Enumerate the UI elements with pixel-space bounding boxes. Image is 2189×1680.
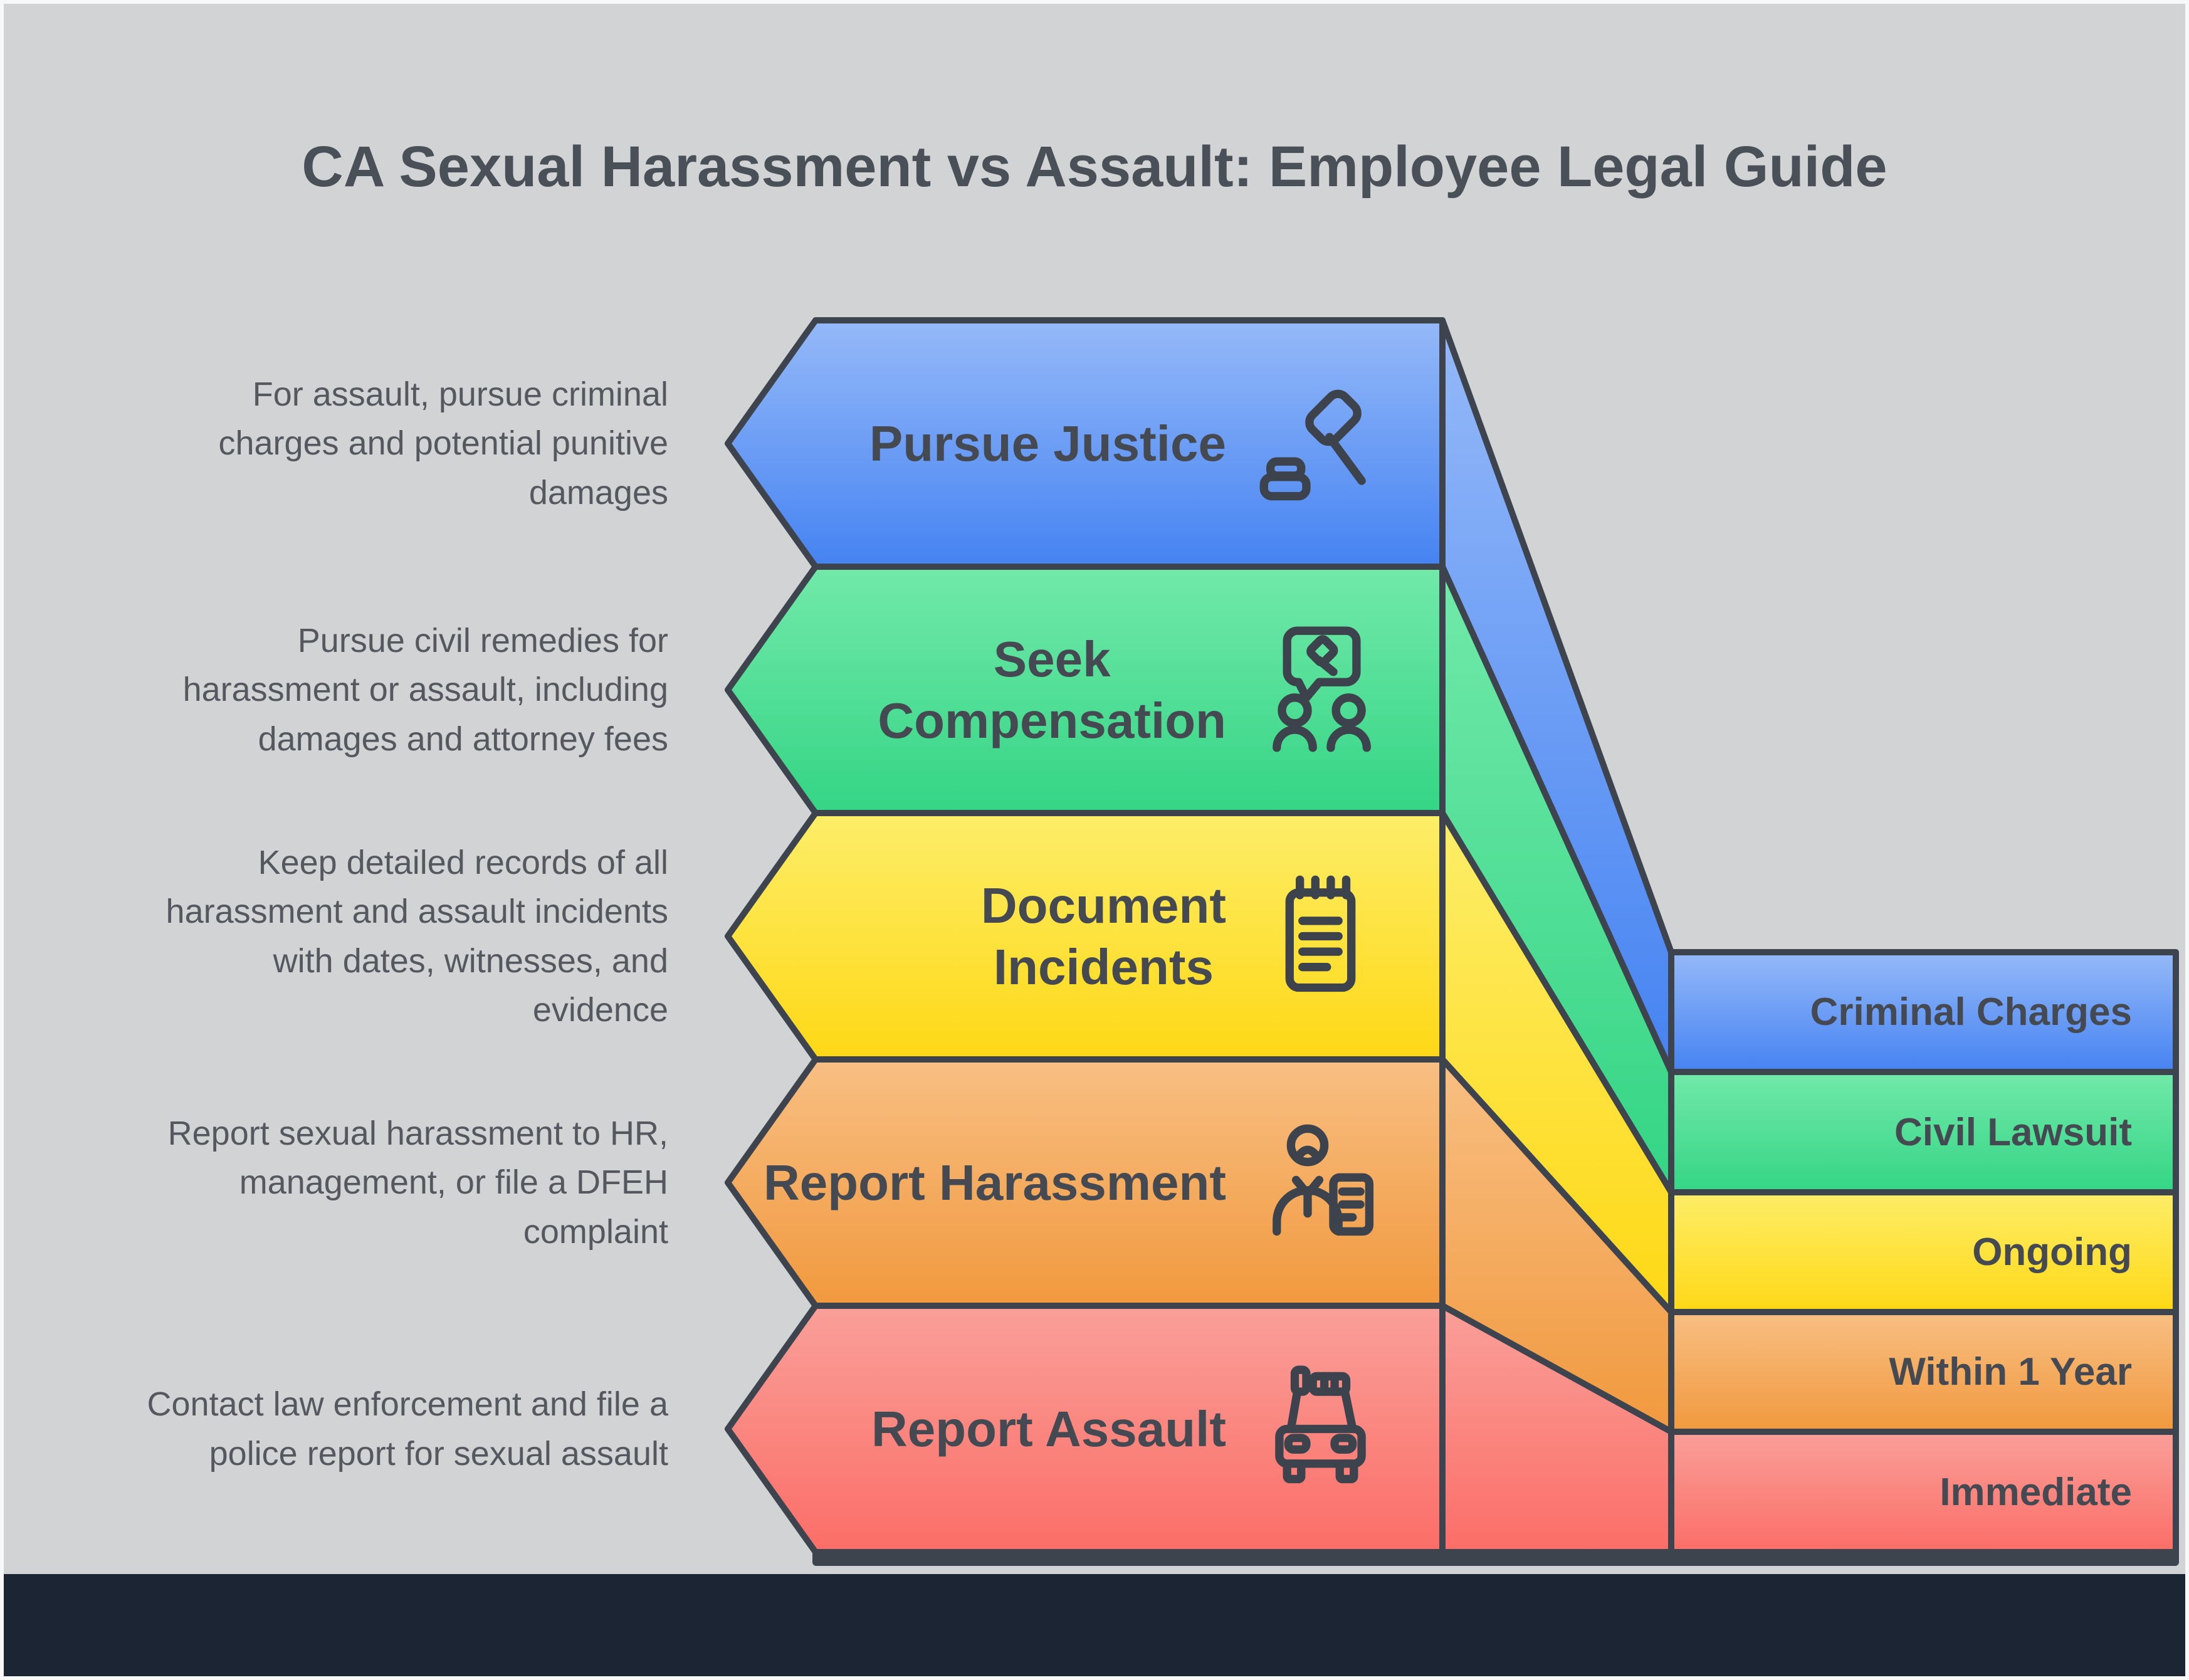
step-row-seek-compensation: Seek Compensation [728,567,1442,813]
step-label: Report Harassment [763,1154,1226,1210]
timeline-immediate: Immediate [1940,1470,2132,1514]
timeline-criminal-charges: Criminal Charges [1810,990,2132,1034]
step-label: Seek Compensation [878,631,1226,748]
description-report-harassment: Report sexual harassment to HR, manageme… [167,1115,668,1251]
step-row-report-assault: Report Assault [728,1306,1442,1552]
timeline-within-1-year: Within 1 Year [1889,1350,2132,1394]
description-report-assault: Contact law enforcement and file a polic… [147,1385,668,1473]
footer-bar [4,1574,2185,1676]
arrow-report-assault [725,1303,1446,1555]
diagram-shapes [725,317,2179,1566]
step-label: Report Assault [871,1400,1226,1457]
person-report-icon [1273,1124,1374,1236]
box-civil-lawsuit [1668,1069,2179,1195]
timeline-civil-lawsuit: Civil Lawsuit [1894,1110,2132,1154]
description-seek-compensation: Pursue civil remedies for harassment or … [182,622,668,758]
description-document-incidents: Keep detailed records of all harassment … [165,843,668,1029]
settlement-talk-icon [1273,626,1371,752]
step-label: Pursue Justice [869,415,1226,471]
timeline-ongoing: Ongoing [1972,1231,2132,1274]
step-label: Document Incidents [980,877,1226,995]
box-immediate [1668,1429,2179,1555]
box-ongoing [1668,1189,2179,1315]
police-car-icon [1275,1365,1366,1484]
gavel-icon [1259,389,1366,501]
page-title: CA Sexual Harassment vs Assault: Employe… [302,134,1887,199]
description-pursue-justice: For assault, pursue criminal charges and… [218,375,668,512]
step-row-pursue-justice: Pursue Justice [728,320,1442,567]
notepad-icon [1285,875,1356,992]
step-row-document-incidents: Document Incidents [728,813,1442,1059]
step-row-report-harassment: Report Harassment [728,1059,1442,1306]
box-within-1-year [1668,1309,2179,1435]
